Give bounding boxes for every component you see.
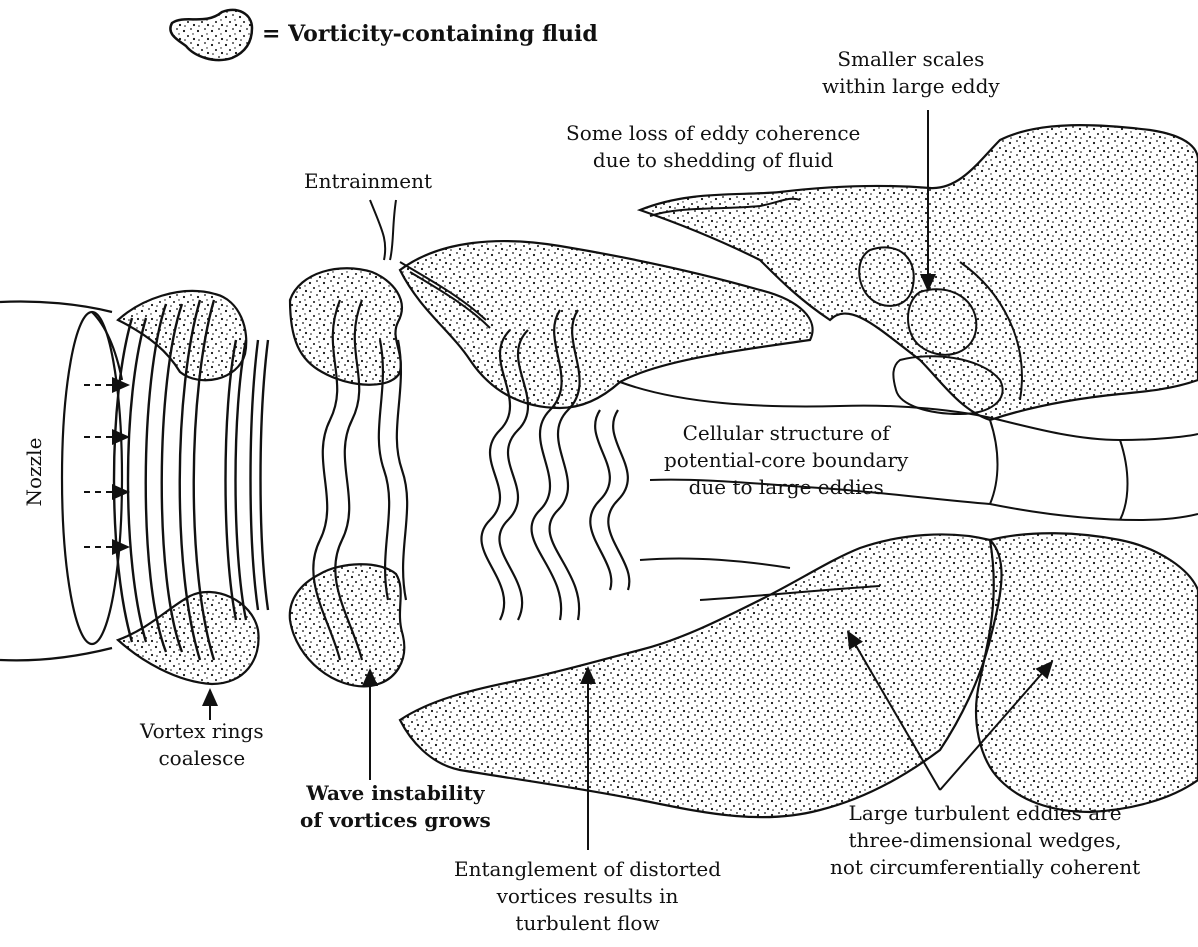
large-eddies-label: Large turbulent eddies are three-dimensi…	[830, 800, 1140, 881]
loss-coherence-line-2: due to shedding of fluid	[566, 147, 860, 174]
cellular-structure-label: Cellular structure of potential-core bou…	[664, 420, 908, 501]
entanglement-line-2: vortices results in	[454, 883, 721, 910]
legend-blob-icon	[170, 10, 252, 60]
cellular-structure-line-3: due to large eddies	[664, 474, 908, 501]
smaller-scales-line-1: Smaller scales	[822, 46, 1000, 73]
loss-coherence-label: Some loss of eddy coherence due to shedd…	[566, 120, 860, 174]
loss-coherence-line-1: Some loss of eddy coherence	[566, 120, 860, 147]
wave-instability-line-2: of vortices grows	[300, 807, 491, 834]
entanglement-label: Entanglement of distorted vortices resul…	[454, 856, 721, 937]
large-eddies-line-3: not circumferentially coherent	[830, 854, 1140, 881]
lower-vorticity-region	[118, 533, 1198, 817]
cellular-structure-line-2: potential-core boundary	[664, 447, 908, 474]
wave-instability-line-1: Wave instability	[300, 780, 491, 807]
wave-instability-label: Wave instability of vortices grows	[300, 780, 491, 834]
vortex-rings-line-1: Vortex rings	[140, 718, 264, 745]
vortex-rings-line-2: coalesce	[140, 745, 264, 772]
entrainment-label: Entrainment	[304, 168, 432, 195]
smaller-scales-line-2: within large eddy	[822, 73, 1000, 100]
legend-label: = Vorticity-containing fluid	[262, 21, 598, 48]
nozzle-shape	[0, 301, 122, 660]
entanglement-line-1: Entanglement of distorted	[454, 856, 721, 883]
large-eddies-line-2: three-dimensional wedges,	[830, 827, 1140, 854]
entanglement-line-3: turbulent flow	[454, 910, 721, 937]
smaller-scales-label: Smaller scales within large eddy	[822, 46, 1000, 100]
large-eddies-line-1: Large turbulent eddies are	[830, 800, 1140, 827]
nozzle-label: Nozzle	[22, 430, 50, 514]
vortex-rings-label: Vortex rings coalesce	[140, 718, 264, 772]
cellular-structure-line-1: Cellular structure of	[664, 420, 908, 447]
